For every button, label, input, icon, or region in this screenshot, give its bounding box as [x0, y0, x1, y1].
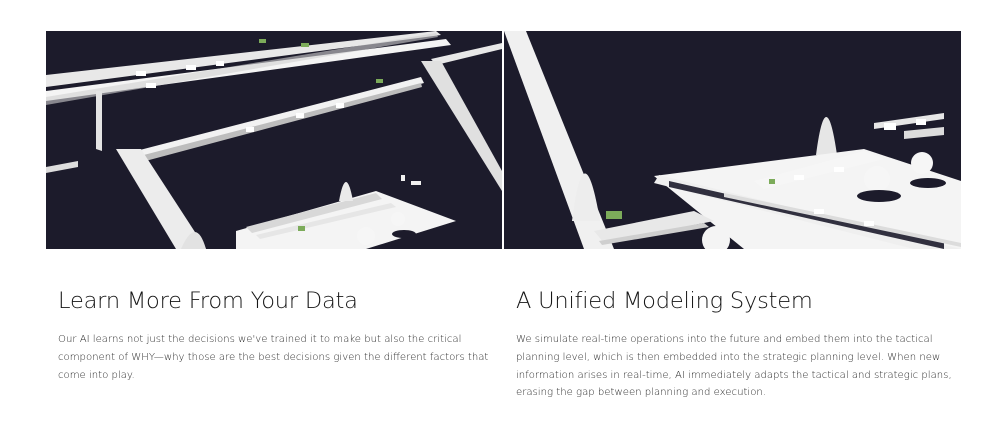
section-learn-more: Learn More From Your Data Our AI learns … [58, 287, 490, 384]
warehouse-render-left [46, 31, 502, 249]
simulation-scene-left [46, 31, 502, 249]
warehouse-render-right [504, 31, 961, 249]
simulation-scene-right [504, 31, 961, 249]
section-unified-modeling: A Unified Modeling System We simulate re… [516, 287, 956, 402]
section-body: We simulate real-time operations into th… [516, 334, 952, 399]
section-title: Learn More From Your Data [58, 288, 358, 314]
section-body: Our AI learns not just the decisions we'… [58, 334, 489, 381]
section-title: A Unified Modeling System [516, 288, 813, 314]
